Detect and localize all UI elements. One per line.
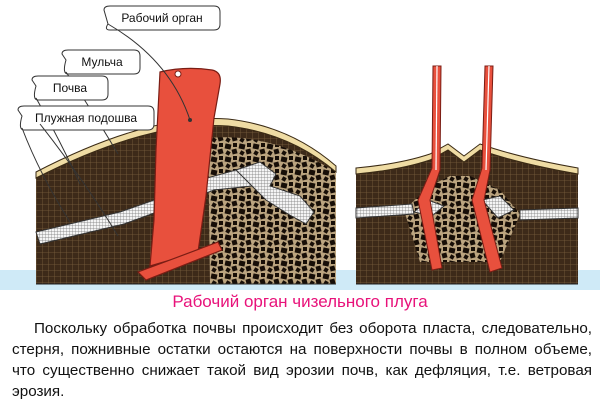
right-soil-section bbox=[355, 65, 579, 285]
mulch-layer-right bbox=[355, 143, 579, 175]
chisel-shank-right bbox=[471, 65, 503, 273]
label-plow-pan: Плужная подошва bbox=[17, 105, 155, 237]
plow-pan-layer-right bbox=[355, 203, 415, 219]
label-mulch-text: Мульча bbox=[81, 55, 123, 69]
left-soil-section bbox=[35, 67, 337, 285]
description-paragraph: Поскольку обработка почвы происходит без… bbox=[12, 320, 592, 400]
chisel-plow-diagram: Рабочий орган Мульча Почва Плужная подош… bbox=[0, 5, 600, 290]
figure-caption: Рабочий орган чизельного плуга bbox=[172, 292, 428, 311]
label-soil-text: Почва bbox=[53, 81, 88, 95]
label-working-organ: Рабочий орган bbox=[103, 5, 221, 122]
tool-bolt-hole bbox=[174, 70, 182, 78]
label-plow-pan-text: Плужная подошва bbox=[35, 111, 137, 125]
chisel-tool bbox=[149, 67, 221, 267]
chisel-share bbox=[136, 241, 223, 281]
label-working-organ-text: Рабочий орган bbox=[121, 11, 202, 25]
